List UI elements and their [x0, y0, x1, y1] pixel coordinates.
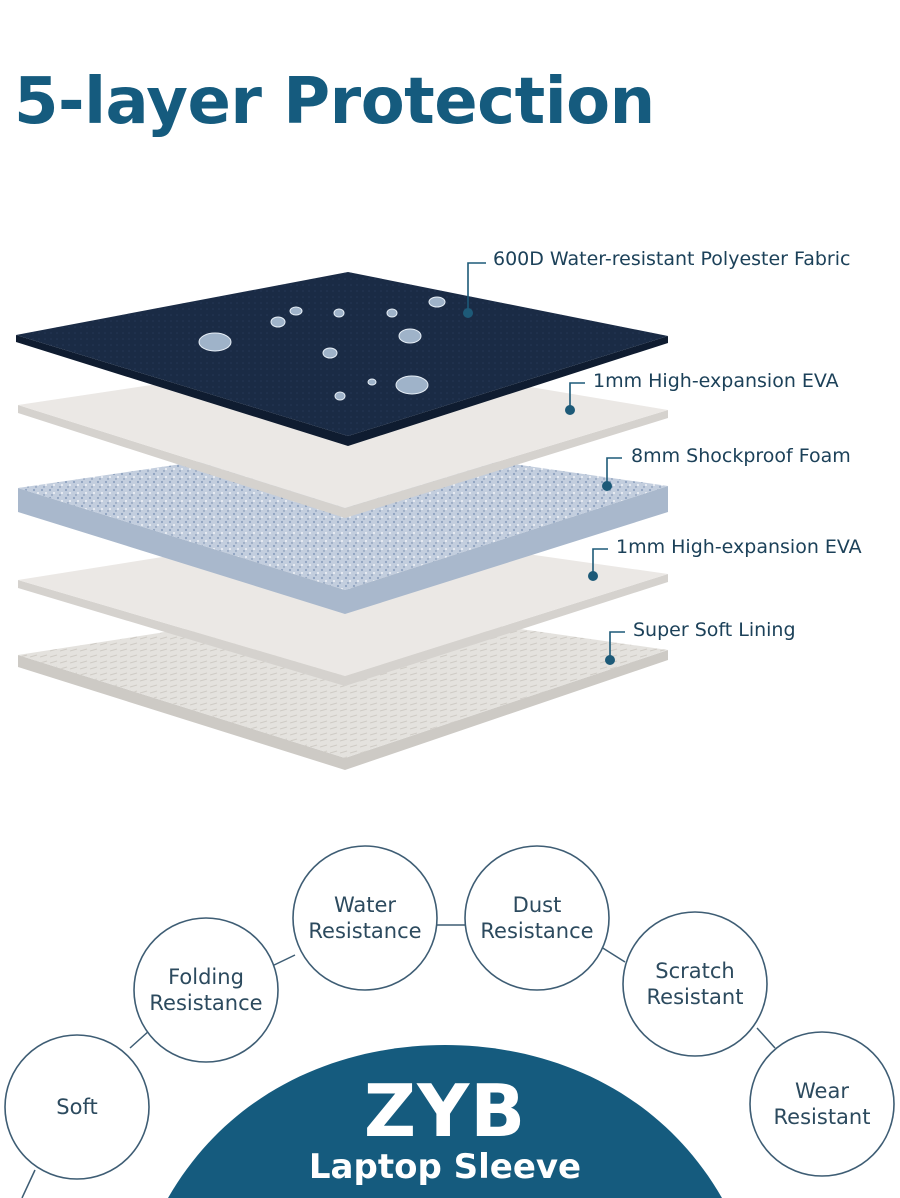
- feature-circle-scratch: [622, 911, 768, 1057]
- layer-stack-illustration: [16, 262, 668, 770]
- callout-dots: [463, 308, 615, 665]
- feature-circle-soft: [4, 1034, 150, 1180]
- brand-name: ZYB: [363, 1069, 527, 1153]
- feature-circle-folding: [133, 917, 279, 1063]
- feature-circle-water: [292, 845, 438, 991]
- page-title: 5-layer Protection: [14, 65, 655, 139]
- callout-foam: 8mm Shockproof Foam: [631, 445, 851, 467]
- product-name: Laptop Sleeve: [308, 1147, 582, 1187]
- feature-circles: [4, 845, 895, 1180]
- water-droplets: [198, 296, 446, 401]
- feature-circle-wear: [749, 1031, 895, 1177]
- callout-lines: [467, 262, 625, 660]
- feature-label-soft: Soft: [56, 1095, 98, 1119]
- callout-fabric: 600D Water-resistant Polyester Fabric: [493, 248, 851, 270]
- brand-dome: [168, 1045, 722, 1198]
- callout-eva-bottom: 1mm High-expansion EVA: [616, 536, 862, 558]
- layer-polyester-fabric: [16, 272, 668, 446]
- callout-eva-top: 1mm High-expansion EVA: [593, 370, 839, 392]
- feature-circle-dust: [464, 845, 610, 991]
- callout-lining: Super Soft Lining: [633, 619, 796, 641]
